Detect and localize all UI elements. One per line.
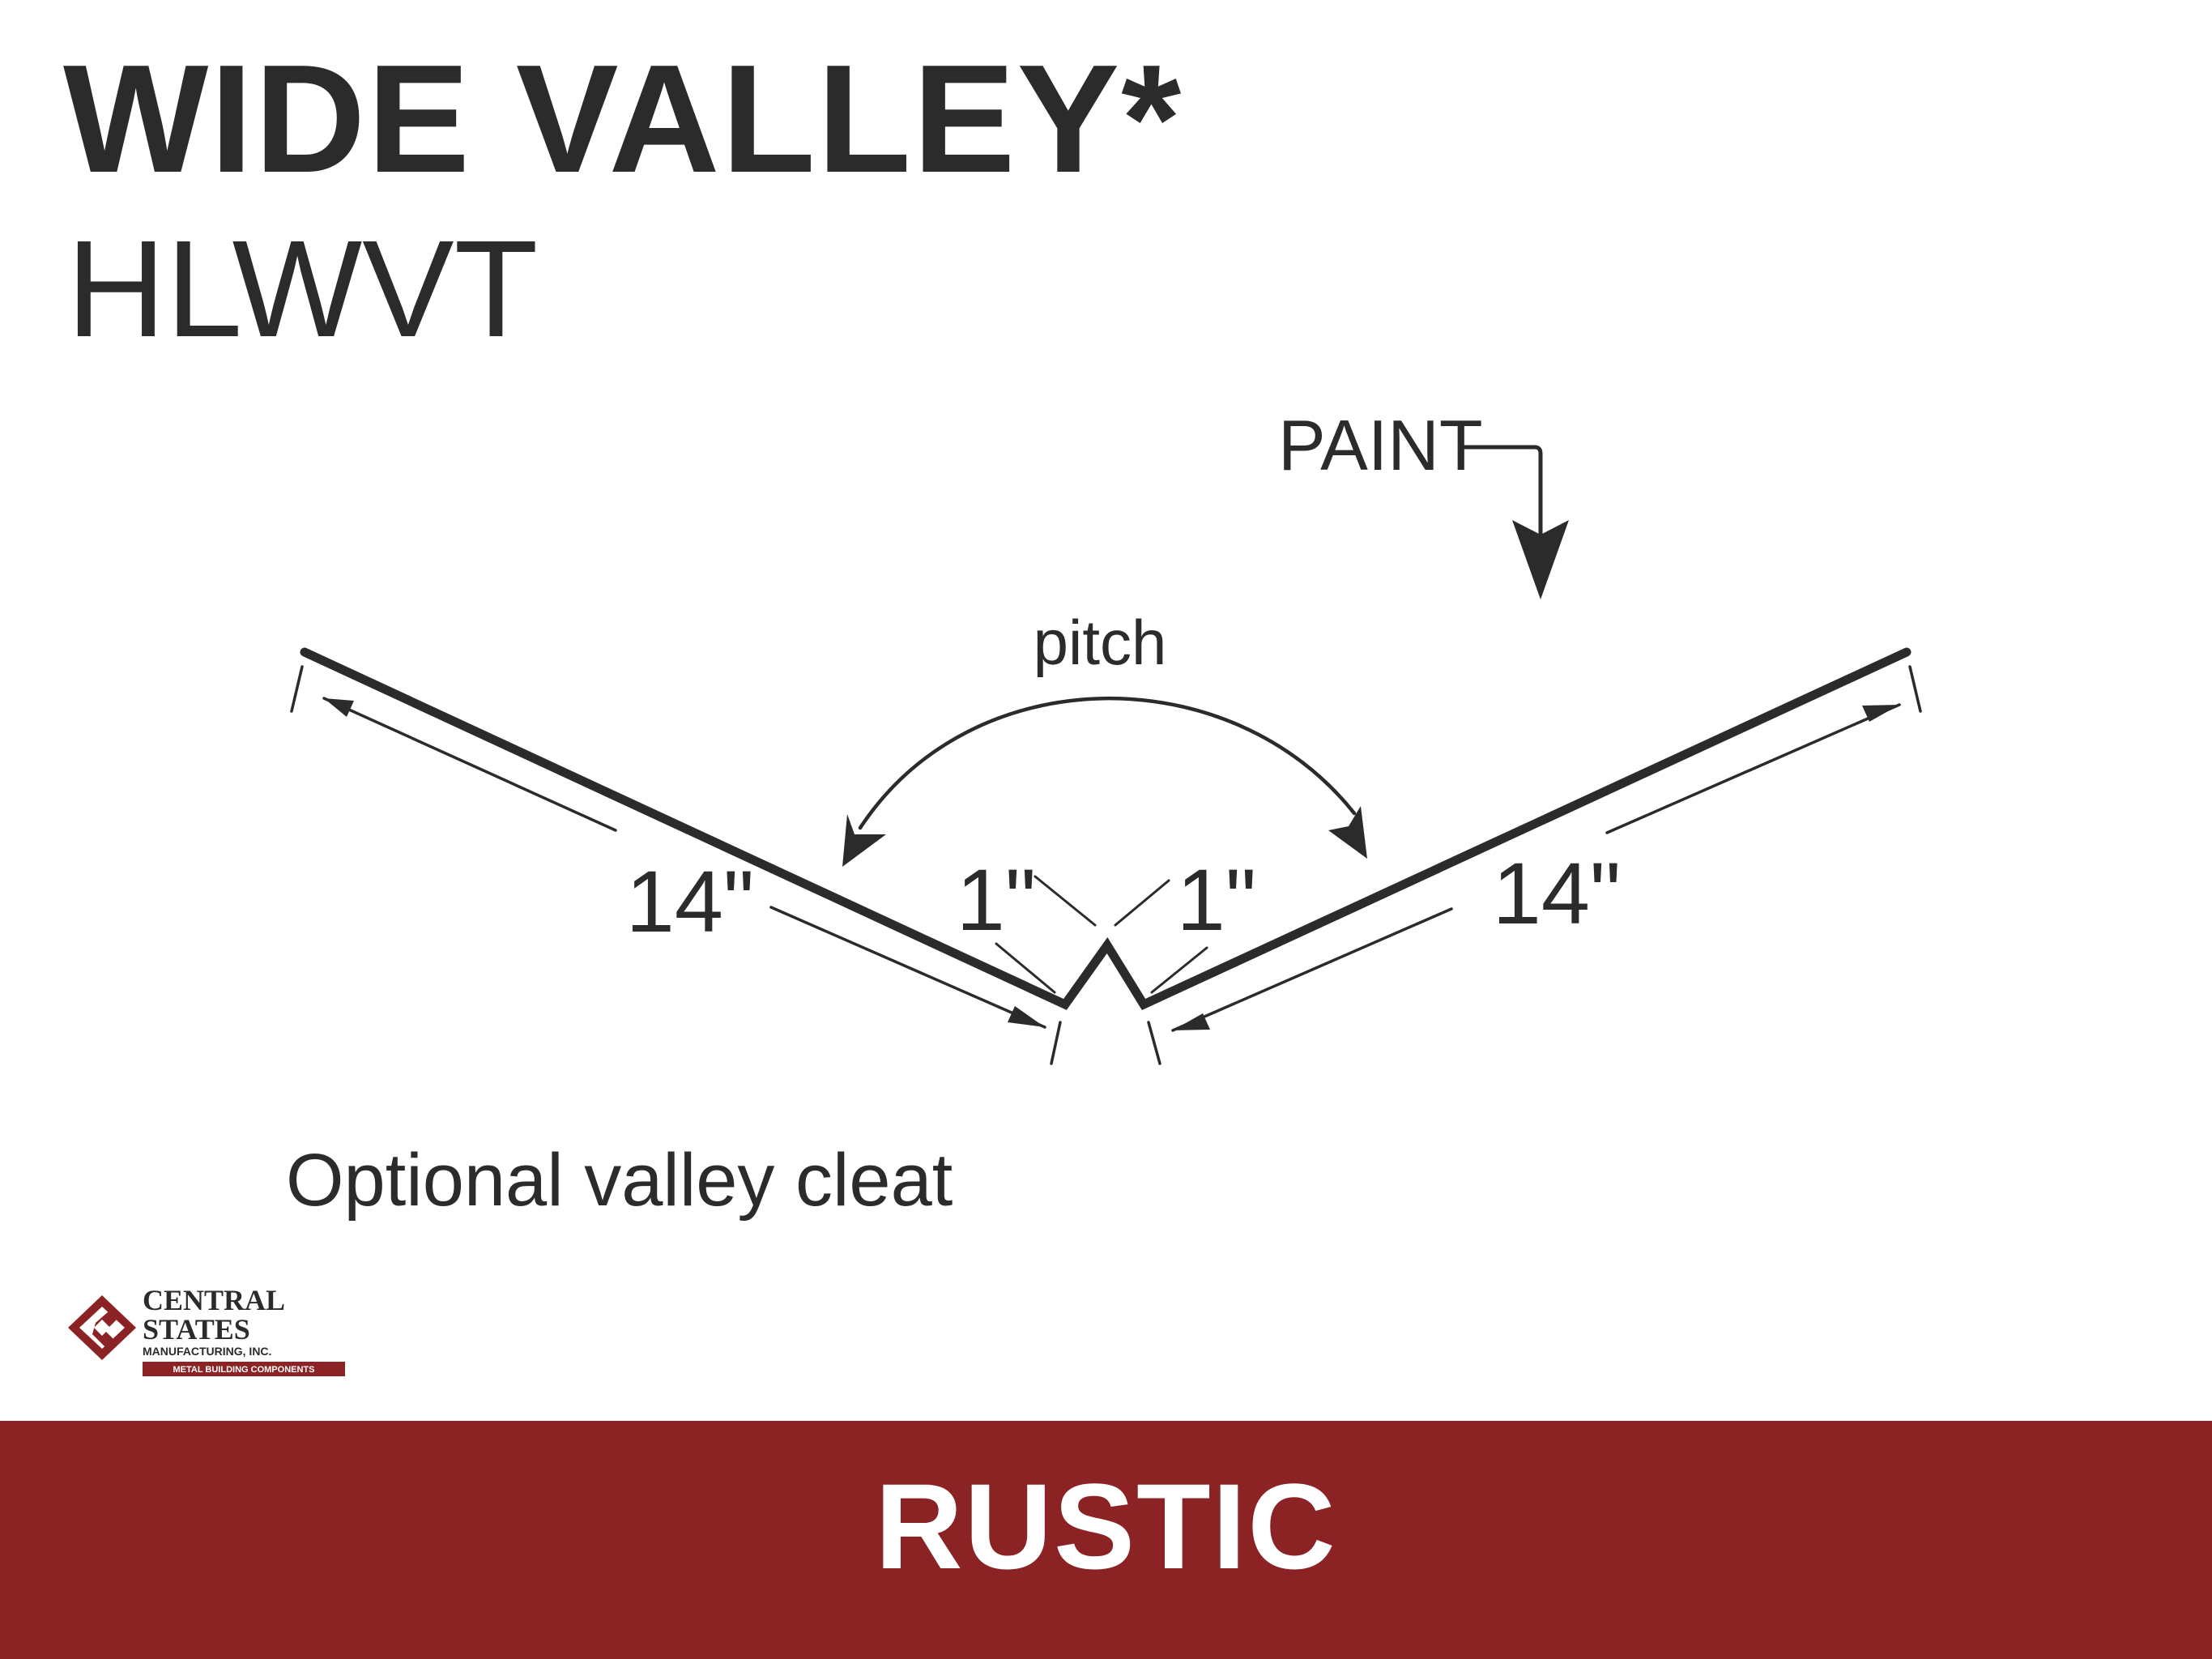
rib-leader-lines	[995, 875, 1208, 994]
paint-leader-line	[1462, 445, 1543, 537]
logo-tagline: METAL BUILDING COMPONENTS	[173, 1365, 315, 1375]
finish-banner: RUSTIC	[0, 1421, 2212, 1659]
pitch-arc	[858, 696, 1357, 830]
pitch-label: pitch	[1034, 607, 1167, 678]
left-leg-dimension-line	[322, 697, 1046, 1029]
central-states-logo: CENTRAL STATES MANUFACTURING, INC. METAL…	[68, 1284, 345, 1376]
right-leg-dimension-line	[1171, 703, 1901, 1032]
right-rib-dimension-label: 1"	[1177, 851, 1256, 949]
pitch-arrowhead-right	[1328, 806, 1367, 859]
extension-lines	[290, 665, 1922, 1065]
valley-panel-profile	[300, 647, 1912, 1011]
logo-tagline-bar	[143, 1362, 345, 1376]
logo-line-1: CENTRAL	[143, 1284, 285, 1316]
logo-line-2: STATES	[143, 1313, 250, 1346]
left-rib-dimension-label: 1"	[957, 851, 1036, 949]
right-leg-dimension-label: 14"	[1493, 844, 1621, 942]
finish-label: RUSTIC	[875, 1458, 1337, 1594]
paint-arrowhead	[1512, 520, 1569, 599]
valley-profile-diagram: PAINT pitch 14" 14" 1" 1" Optional valle…	[286, 405, 1922, 1222]
pitch-arrowhead-left	[842, 814, 886, 867]
paint-label: PAINT	[1278, 405, 1483, 485]
logo-mark-icon	[68, 1295, 136, 1360]
product-title: WIDE VALLEY*	[63, 33, 1183, 205]
left-leg-dimension-label: 14"	[626, 852, 754, 950]
logo-line-3: MANUFACTURING, INC.	[143, 1345, 271, 1358]
product-code: HLWVT	[66, 212, 539, 366]
cleat-note: Optional valley cleat	[286, 1139, 953, 1222]
